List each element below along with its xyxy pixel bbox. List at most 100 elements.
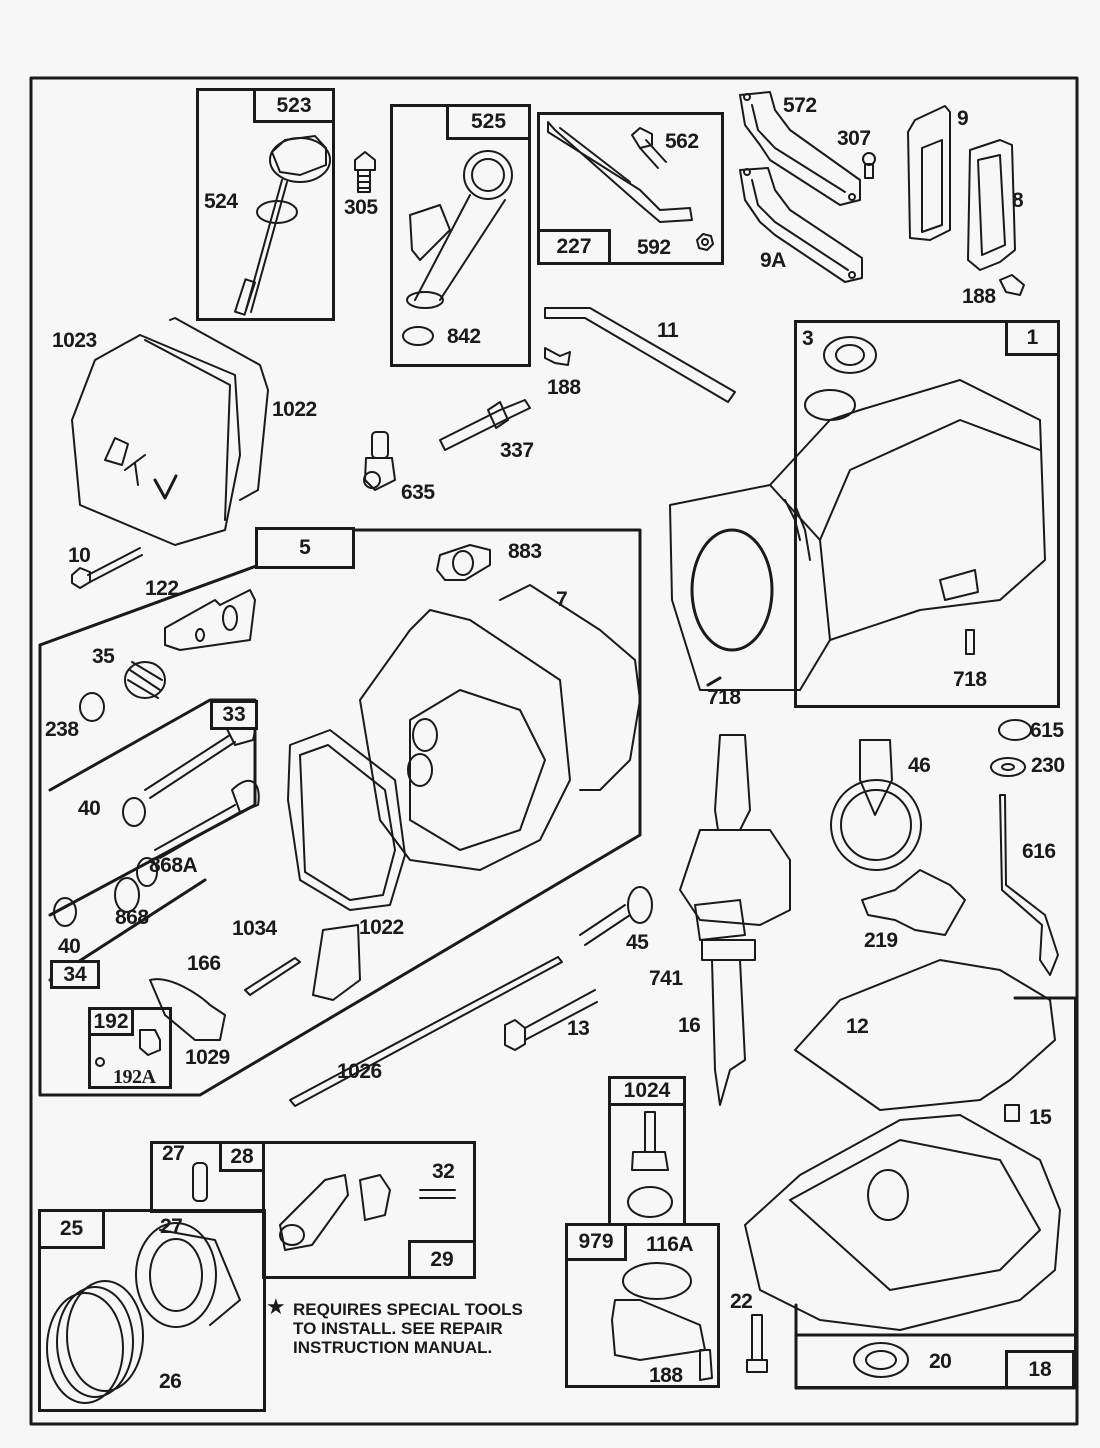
callout-635: 635 [401, 481, 435, 504]
washer-230-icon [990, 757, 1026, 777]
bolt-22-icon [746, 1314, 768, 1373]
callout-718a: 718 [707, 686, 741, 709]
callout-883: 883 [508, 540, 542, 563]
stud-166-icon [244, 957, 301, 996]
kit-box-227 [537, 112, 724, 265]
kit-box-979 [565, 1223, 720, 1388]
callout-192A: 192A [113, 1066, 156, 1088]
o-ring-116A-icon [622, 1262, 692, 1300]
callout-868: 868 [115, 906, 149, 929]
bolt-13-icon [504, 989, 598, 1051]
callout-22: 22 [730, 1290, 753, 1313]
callout-1022b: 1022 [359, 916, 404, 939]
diagram-frame [29, 76, 1079, 1426]
valve-seal-40-icon [122, 797, 146, 827]
camshaft-gear-icon [830, 739, 922, 871]
special-tools-note: REQUIRES SPECIAL TOOLS TO INSTALL. SEE R… [293, 1300, 523, 1357]
piston-rings-icon [46, 1280, 144, 1404]
kit-tag-525: 525 [446, 104, 531, 140]
callout-188c: 188 [649, 1364, 683, 1387]
callout-122: 122 [145, 577, 179, 600]
breather-gasket-icon [907, 105, 951, 241]
callout-27a: 27 [162, 1142, 185, 1165]
callout-524: 524 [204, 190, 238, 213]
washer-868A-icon [136, 857, 158, 887]
note-line-3: INSTRUCTION MANUAL. [293, 1338, 493, 1357]
rocker-arm-icon [149, 978, 226, 1041]
bolt-10-icon [71, 547, 143, 589]
plate-1034-icon [312, 924, 361, 1001]
callout-20: 20 [929, 1350, 952, 1373]
link-616-icon [999, 794, 1059, 976]
callout-45: 45 [626, 931, 649, 954]
intake-gaskets-icon [739, 91, 863, 283]
kit-tag-979: 979 [565, 1223, 627, 1261]
kit-tag-1024: 1024 [608, 1076, 686, 1106]
governor-219-icon [861, 869, 966, 936]
callout-615: 615 [1030, 719, 1064, 742]
callout-116A: 116A [646, 1233, 694, 1256]
cylinder-block-icon [669, 336, 1046, 691]
callout-572: 572 [783, 94, 817, 117]
adjuster-192-icon [95, 1029, 161, 1067]
callout-230: 230 [1031, 754, 1065, 777]
kit-tag-33: 33 [210, 700, 258, 730]
callout-1029: 1029 [185, 1046, 230, 1069]
kit-tag-5: 5 [255, 527, 355, 569]
kit-tag-523: 523 [253, 88, 335, 123]
callout-219: 219 [864, 929, 898, 952]
callout-238: 238 [45, 718, 79, 741]
callout-868A: 868A [149, 854, 198, 877]
callout-3: 3 [802, 327, 814, 350]
callout-9A: 9A [760, 249, 786, 272]
bolt-305-icon [354, 151, 376, 193]
callout-40a: 40 [78, 797, 101, 820]
kit-box-18 [796, 997, 1077, 1389]
screw-188c-icon [699, 1349, 713, 1381]
kit-tag-25: 25 [38, 1209, 105, 1249]
callout-26: 26 [159, 1370, 182, 1393]
callout-562: 562 [665, 130, 699, 153]
kit-box-25 [38, 1209, 266, 1412]
breather-tube-icon [544, 307, 736, 403]
valve-seal-868-icon [114, 877, 140, 913]
callout-8: 8 [1012, 189, 1024, 212]
kit-tag-29: 29 [408, 1240, 476, 1279]
seal-20-icon [853, 1342, 909, 1378]
screw-188b-icon [544, 347, 571, 366]
callout-11: 11 [657, 319, 679, 342]
valve-cover-icon [71, 317, 269, 546]
cylinder-head-icon [287, 584, 641, 911]
screw-188-icon [999, 274, 1025, 296]
sump-icon [744, 1114, 1061, 1331]
washer-615-icon [998, 719, 1032, 741]
callout-7: 7 [556, 588, 568, 611]
oil-fill-tube-icon [402, 150, 513, 346]
callout-13: 13 [567, 1017, 590, 1040]
dipstick-icon [233, 135, 331, 316]
plug-15-icon [1004, 1104, 1020, 1122]
special-tools-star-icon: ★ [266, 1294, 286, 1319]
breather-cover-icon [967, 139, 1016, 271]
callout-27b: 27 [160, 1215, 183, 1238]
bracket-122-icon [164, 589, 256, 651]
callout-46: 46 [908, 754, 931, 777]
oil-pump-rotor-icon [627, 1111, 673, 1218]
kit-box-1 [794, 320, 1060, 708]
connecting-rod-icon [279, 1174, 456, 1251]
callout-166: 166 [187, 952, 221, 975]
callout-188b: 188 [547, 376, 581, 399]
kit-tag-1: 1 [1005, 320, 1060, 356]
head-kit-outline [38, 528, 642, 1097]
callout-305: 305 [344, 196, 378, 219]
elbow-fitting-icon [363, 431, 396, 491]
piston-pin-icon [192, 1162, 208, 1202]
callout-188a: 188 [962, 285, 996, 308]
note-line-2: TO INSTALL. SEE REPAIR [293, 1319, 503, 1338]
callout-307: 307 [837, 127, 871, 150]
kit-tag-192: 192 [88, 1007, 134, 1036]
callout-12: 12 [846, 1015, 869, 1038]
callout-9: 9 [957, 107, 969, 130]
callout-592: 592 [637, 236, 671, 259]
cover-plate-icon [611, 1299, 706, 1361]
